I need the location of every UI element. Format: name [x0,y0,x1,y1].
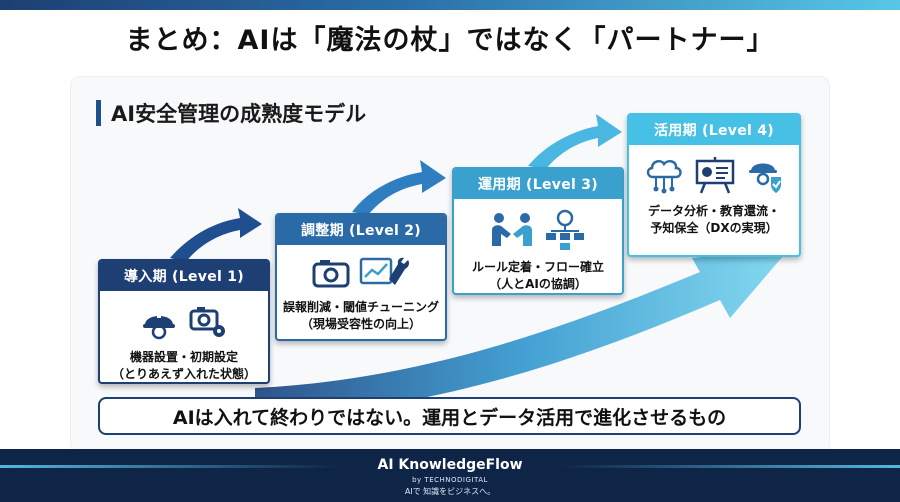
heading-accent-bar [96,100,101,126]
footer-brand: AI KnowledgeFlow [377,457,523,473]
handshake-icon [492,213,532,246]
stage-4-header: 活用期 (Level 4) [629,115,799,145]
stage-1-desc-line-2: （とりあえず入れた状態） [111,367,256,381]
stage-card-level-3: 運用期 (Level 3) ルール定着・フロー確立 （人とAIの協調） [452,167,624,295]
cloud-network-icon [646,159,682,194]
stage-2-desc-line-1: 誤報削減・閾値チューニング [282,300,439,314]
stage-3-header: 運用期 (Level 3) [454,169,622,199]
big-growth-arrow [255,248,790,418]
presentation-board-icon [695,157,735,194]
slide-title: まとめ：AIは「魔法の杖」ではなく「パートナー」 [125,25,775,56]
footer-byline: by TECHNODIGITAL [412,476,488,484]
chart-wrench-icon [359,257,409,285]
stage-card-level-4: 活用期 (Level 4) データ [627,113,801,257]
stage-3-description: ルール定着・フロー確立 （人とAIの協調） [454,259,622,293]
stage-4-description: データ分析・教育還流・ 予知保全（DXの実現） [629,203,799,237]
ai-flowchart-icon [546,209,584,250]
panel-heading-text: AI安全管理の成熟度モデル [111,102,367,126]
stage-3-desc-line-1: ルール定着・フロー確立 [471,260,604,274]
footer-glow-left [0,465,340,468]
panel-heading: AI安全管理の成熟度モデル [96,98,366,128]
stage-1-description: 機器設置・初期設定 （とりあえず入れた状態） [100,349,268,382]
footer-bar: AI KnowledgeFlow by TECHNODIGITAL AIで 知識… [0,449,900,502]
top-accent-stripe [0,0,900,10]
arrow-3-to-4 [528,114,622,169]
arrow-1-to-2 [170,208,262,262]
stage-1-desc-line-1: 機器設置・初期設定 [129,350,238,364]
arrow-2-to-3 [352,160,446,215]
camera-icon [312,260,350,288]
stage-1-header: 導入期 (Level 1) [100,261,268,291]
stage-2-description: 誤報削減・閾値チューニング （現場受容性の向上） [277,299,445,333]
stage-4-desc-line-1: データ分析・教育還流・ [647,204,780,218]
stage-card-level-1: 導入期 (Level 1) 機器設置・初期設定 （とりあえず入れた状態） [98,259,270,384]
summary-banner: AIは入れて終わりではない。運用とデータ活用で進化させるもの [98,397,801,435]
footer-tagline: AIで 知識をビジネスへ。 [404,487,496,496]
footer-glow-right [560,465,900,468]
stage-2-desc-line-2: （現場受容性の向上） [300,317,421,331]
hardhat-worker-icon [143,310,175,340]
stage-4-desc-line-2: 予知保全（DXの実現） [650,221,778,235]
camera-gear-icon [189,307,225,337]
stage-card-level-2: 調整期 (Level 2) 誤報削減・閾値チューニング （現場受容性の向上） [275,213,447,341]
stage-2-header: 調整期 (Level 2) [277,215,445,245]
shield-worker-icon [749,163,781,193]
stage-3-desc-line-2: （人とAIの協調） [489,277,587,291]
